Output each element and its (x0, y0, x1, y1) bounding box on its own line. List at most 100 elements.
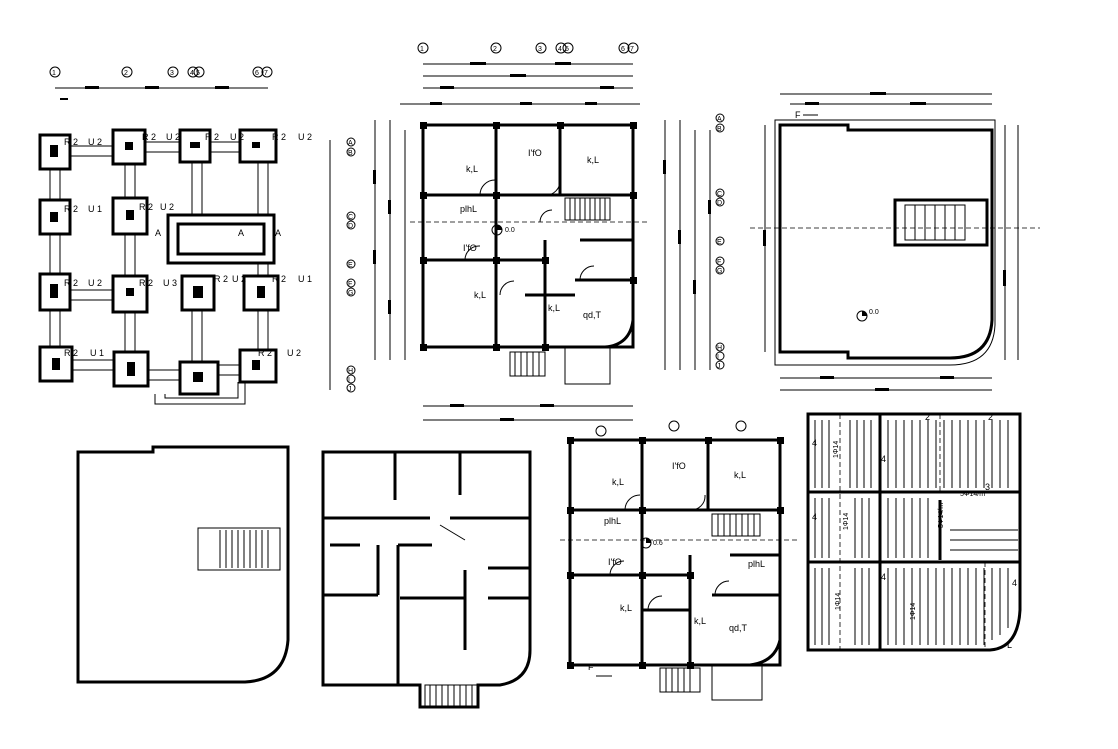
span-mark: 2 (988, 412, 993, 422)
section-mark: A (275, 228, 281, 238)
room-label: k,L (620, 603, 632, 613)
room-label: k,L (466, 164, 478, 174)
grid-bubble: 5 (565, 46, 569, 53)
grid-bubble: H (717, 345, 722, 352)
slab-mark: 1Φ14 (835, 593, 842, 610)
grid-bubble: 7 (264, 70, 268, 77)
slab-annotations: 2 2 4 4 4 4 4 3 L 5Φ14/m 5Φ14/m 1Φ14 1Φ1… (812, 412, 1017, 650)
grid-bubble: J (717, 363, 721, 370)
door-swings (464, 179, 595, 296)
grid-bubble: C (348, 214, 353, 221)
footing-mark: U 3 (163, 278, 177, 288)
footing-mark: U 2 (160, 202, 174, 212)
footing-mark: U 1 (88, 204, 102, 214)
section-mark: A (155, 228, 161, 238)
grid-bubble: 6 (621, 46, 625, 53)
slab-plan: 2 2 4 4 4 4 4 3 L 5Φ14/m 5Φ14/m 1Φ14 1Φ1… (806, 412, 1022, 652)
footing-mark: R 2 (64, 278, 78, 288)
span-mark: L (1007, 640, 1012, 650)
grid-bubble: G (717, 268, 722, 275)
footing-mark: U 2 (287, 348, 301, 358)
ground-floor-side-bubbles: A B C D E F G H I J (715, 113, 725, 370)
grid-bubble: 4 (558, 46, 562, 53)
footing-marks: R 2 U 2 R 2 U 2 R 2 U 2 R 2 U 2 R 2 U 1 … (64, 132, 312, 358)
grid-bubble: D (717, 200, 722, 207)
footing-mark: R 2 (142, 132, 156, 142)
footing-mark: U 2 (88, 137, 102, 147)
footing-mark: U 2 (166, 132, 180, 142)
foundation-grid-bubbles: 1 2 3 4 5 6 7 (49, 66, 273, 78)
grid-bubble: E (348, 262, 353, 269)
footing-mark: U 1 (298, 274, 312, 284)
footing-mark: U 2 (88, 278, 102, 288)
room-label: I'fO (672, 461, 686, 471)
grid-bubble: 1 (420, 46, 424, 53)
first-floor-room-labels: I'fO k,L k,L plhL I'fO plhL k,L k,L qd,T… (588, 461, 765, 672)
grid-bubble: G (348, 290, 353, 297)
first-floor-plan: I'fO k,L k,L plhL I'fO plhL k,L k,L qd,T… (560, 420, 800, 701)
slab-mark: 1Φ14 (833, 441, 840, 458)
section-mark: A (238, 228, 244, 238)
grid-bubble: F (348, 281, 352, 288)
room-label: I'fO (528, 148, 542, 158)
grid-bubble: A (348, 140, 353, 147)
level-mark: 0.0 (869, 309, 879, 316)
first-floor-columns (567, 437, 784, 669)
span-mark: 3 (985, 482, 990, 492)
footing-mark: R 2 (214, 274, 228, 284)
foundation-side-bubbles: A B C D E F G H I J (329, 137, 356, 393)
grid-bubble: H (348, 368, 353, 375)
section-mark: F (588, 662, 594, 672)
span-mark: 4 (812, 512, 817, 522)
grid-bubble: J (348, 386, 352, 393)
roof-plan: 0.0 F (750, 92, 1040, 391)
footing-mark: R 2 (64, 204, 78, 214)
ground-floor-room-labels: k,L I'fO k,L plhL I'fO k,L k,L qd,T 0.0 (460, 148, 602, 320)
grid-bubble: C (717, 191, 722, 198)
dimension-lines (373, 62, 711, 421)
footing-mark: R 2 (64, 137, 78, 147)
ground-floor-plan: 1 2 3 4 5 6 7 (373, 42, 725, 421)
room-label: k,L (587, 155, 599, 165)
span-mark: 2 (925, 412, 930, 422)
footing-mark: R 2 (64, 348, 78, 358)
grid-bubble: F (717, 259, 721, 266)
span-mark: 4 (812, 438, 817, 448)
grid-bubble: B (717, 126, 722, 133)
grid-bubble: D (348, 223, 353, 230)
span-mark: 4 (881, 572, 886, 582)
wall-layout-plan (321, 450, 532, 709)
dimension-ticks (60, 86, 229, 100)
rebar-note: 5Φ14/m (960, 491, 985, 498)
grid-bubble: 3 (538, 46, 542, 53)
footing-mark: R 2 (139, 202, 153, 212)
grid-bubble: B (348, 150, 353, 157)
slab-mark: 1Φ14 (910, 603, 917, 620)
footing-mark: U 1 (90, 348, 104, 358)
grid-bubble: 6 (255, 70, 259, 77)
room-label: k,L (694, 616, 706, 626)
grid-bubble: E (717, 239, 722, 246)
outline-plan (76, 445, 290, 684)
rebar-note: 5Φ14/m (938, 503, 945, 528)
room-label: plhL (604, 516, 621, 526)
room-label: plhL (748, 559, 765, 569)
grid-bubble: 5 (196, 70, 200, 77)
footing-mark: R 2 (272, 274, 286, 284)
span-mark: 4 (1012, 578, 1017, 588)
footing-mark: R 2 (205, 132, 219, 142)
ground-floor-walls (410, 123, 650, 385)
slab-mark: 1Φ14 (843, 513, 850, 530)
footings (38, 128, 280, 396)
grid-bubble: 2 (124, 70, 128, 77)
footing-mark: U 2 (298, 132, 312, 142)
grid-bubble: 2 (493, 46, 497, 53)
grid-bubble: I (348, 377, 350, 384)
room-label: k,L (734, 470, 746, 480)
section-mark: F (795, 110, 801, 120)
rebar-lines (814, 414, 1018, 650)
grid-bubble: 1 (52, 70, 56, 77)
level-mark: 0.0 (505, 227, 515, 234)
room-label: qd,T (729, 623, 748, 633)
